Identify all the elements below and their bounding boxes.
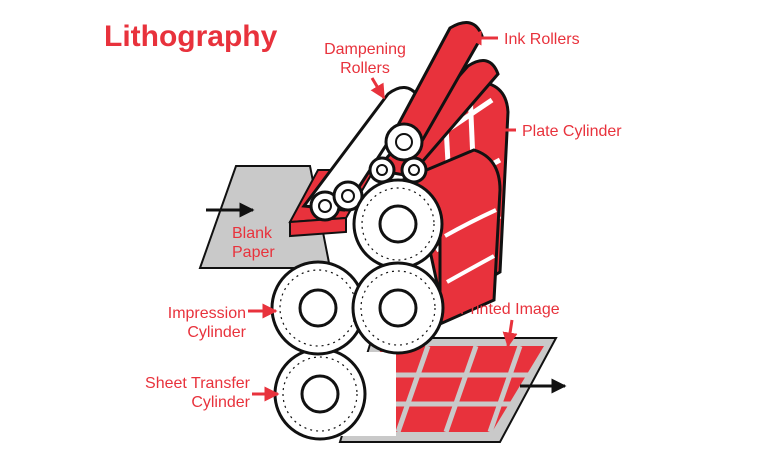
diagram-title: Lithography — [104, 20, 278, 53]
impression-cylinder — [270, 260, 366, 356]
upper-blanket-cylinder — [352, 178, 444, 270]
ink-rollers — [368, 21, 500, 184]
impression-label-line2: Cylinder — [187, 324, 246, 341]
dampening-rollers-arrow — [370, 77, 386, 100]
dampening-label-line1: Dampening — [324, 41, 406, 58]
sheet-transfer-cylinder — [273, 347, 396, 441]
dampening-label-line2: Rollers — [340, 60, 390, 77]
sheet-transfer-label-line1: Sheet Transfer — [145, 375, 251, 392]
blank-paper-sheet — [198, 165, 332, 269]
impression-label-line1: Impression — [168, 305, 246, 322]
printed-image-label: Printed Image — [460, 301, 560, 318]
blank-paper-label-line1: Blank — [232, 225, 273, 242]
sheet-transfer-label-line2: Cylinder — [191, 394, 250, 411]
printed-image-arrow — [502, 319, 518, 348]
ink-rollers-label: Ink Rollers — [504, 31, 580, 48]
blank-paper-label-line2: Paper — [232, 244, 275, 261]
plate-cylinder-label: Plate Cylinder — [522, 123, 622, 140]
blanket-cylinder — [351, 261, 445, 355]
